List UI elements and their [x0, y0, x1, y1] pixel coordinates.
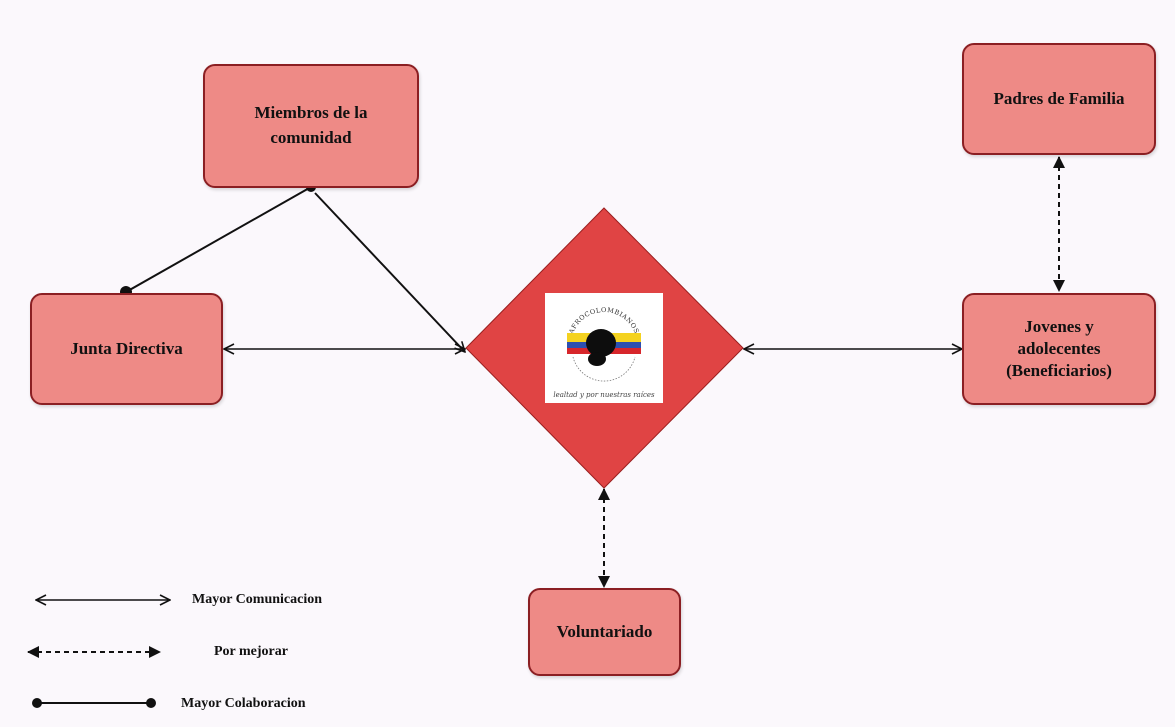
- legend-collaboration-label: Mayor Colaboracion: [181, 696, 306, 711]
- node-label-line: (Beneficiarios): [1006, 361, 1112, 381]
- node-label-line: Voluntariado: [556, 621, 653, 641]
- edge-miembros-center: [314, 192, 465, 352]
- node-label-line: adolecentes: [1017, 338, 1101, 358]
- node-jovenes-adolecentes: Jovenes y adolecentes (Beneficiarios): [962, 293, 1156, 405]
- legend-communication-label: Mayor Comunicacion: [192, 592, 323, 607]
- node-voluntariado: Voluntariado: [528, 588, 681, 676]
- node-miembros-comunidad: Miembros de la comunidad: [203, 64, 419, 188]
- node-label-line: Jovenes y: [1024, 316, 1094, 336]
- legend-improve-label: Por mejorar: [214, 644, 288, 659]
- node-label-line: comunidad: [270, 128, 352, 147]
- logo-emblem: AFROCOLOMBIANOS: [567, 306, 641, 382]
- node-label-line: Miembros de la: [254, 103, 368, 123]
- edge-miembros-junta: [125, 186, 312, 293]
- organization-logo: AFROCOLOMBIANOS lealtad y por nuestras r…: [545, 293, 663, 403]
- legend-dot: [32, 698, 42, 708]
- legend-dot: [146, 698, 156, 708]
- node-junta-directiva: Junta Directiva: [30, 293, 223, 405]
- node-label-line: Junta Directiva: [70, 338, 183, 358]
- node-padres-familia: Padres de Familia: [962, 43, 1156, 155]
- logo-tagline: lealtad y por nuestras raíces: [553, 391, 655, 399]
- node-label-line: Padres de Familia: [993, 88, 1125, 108]
